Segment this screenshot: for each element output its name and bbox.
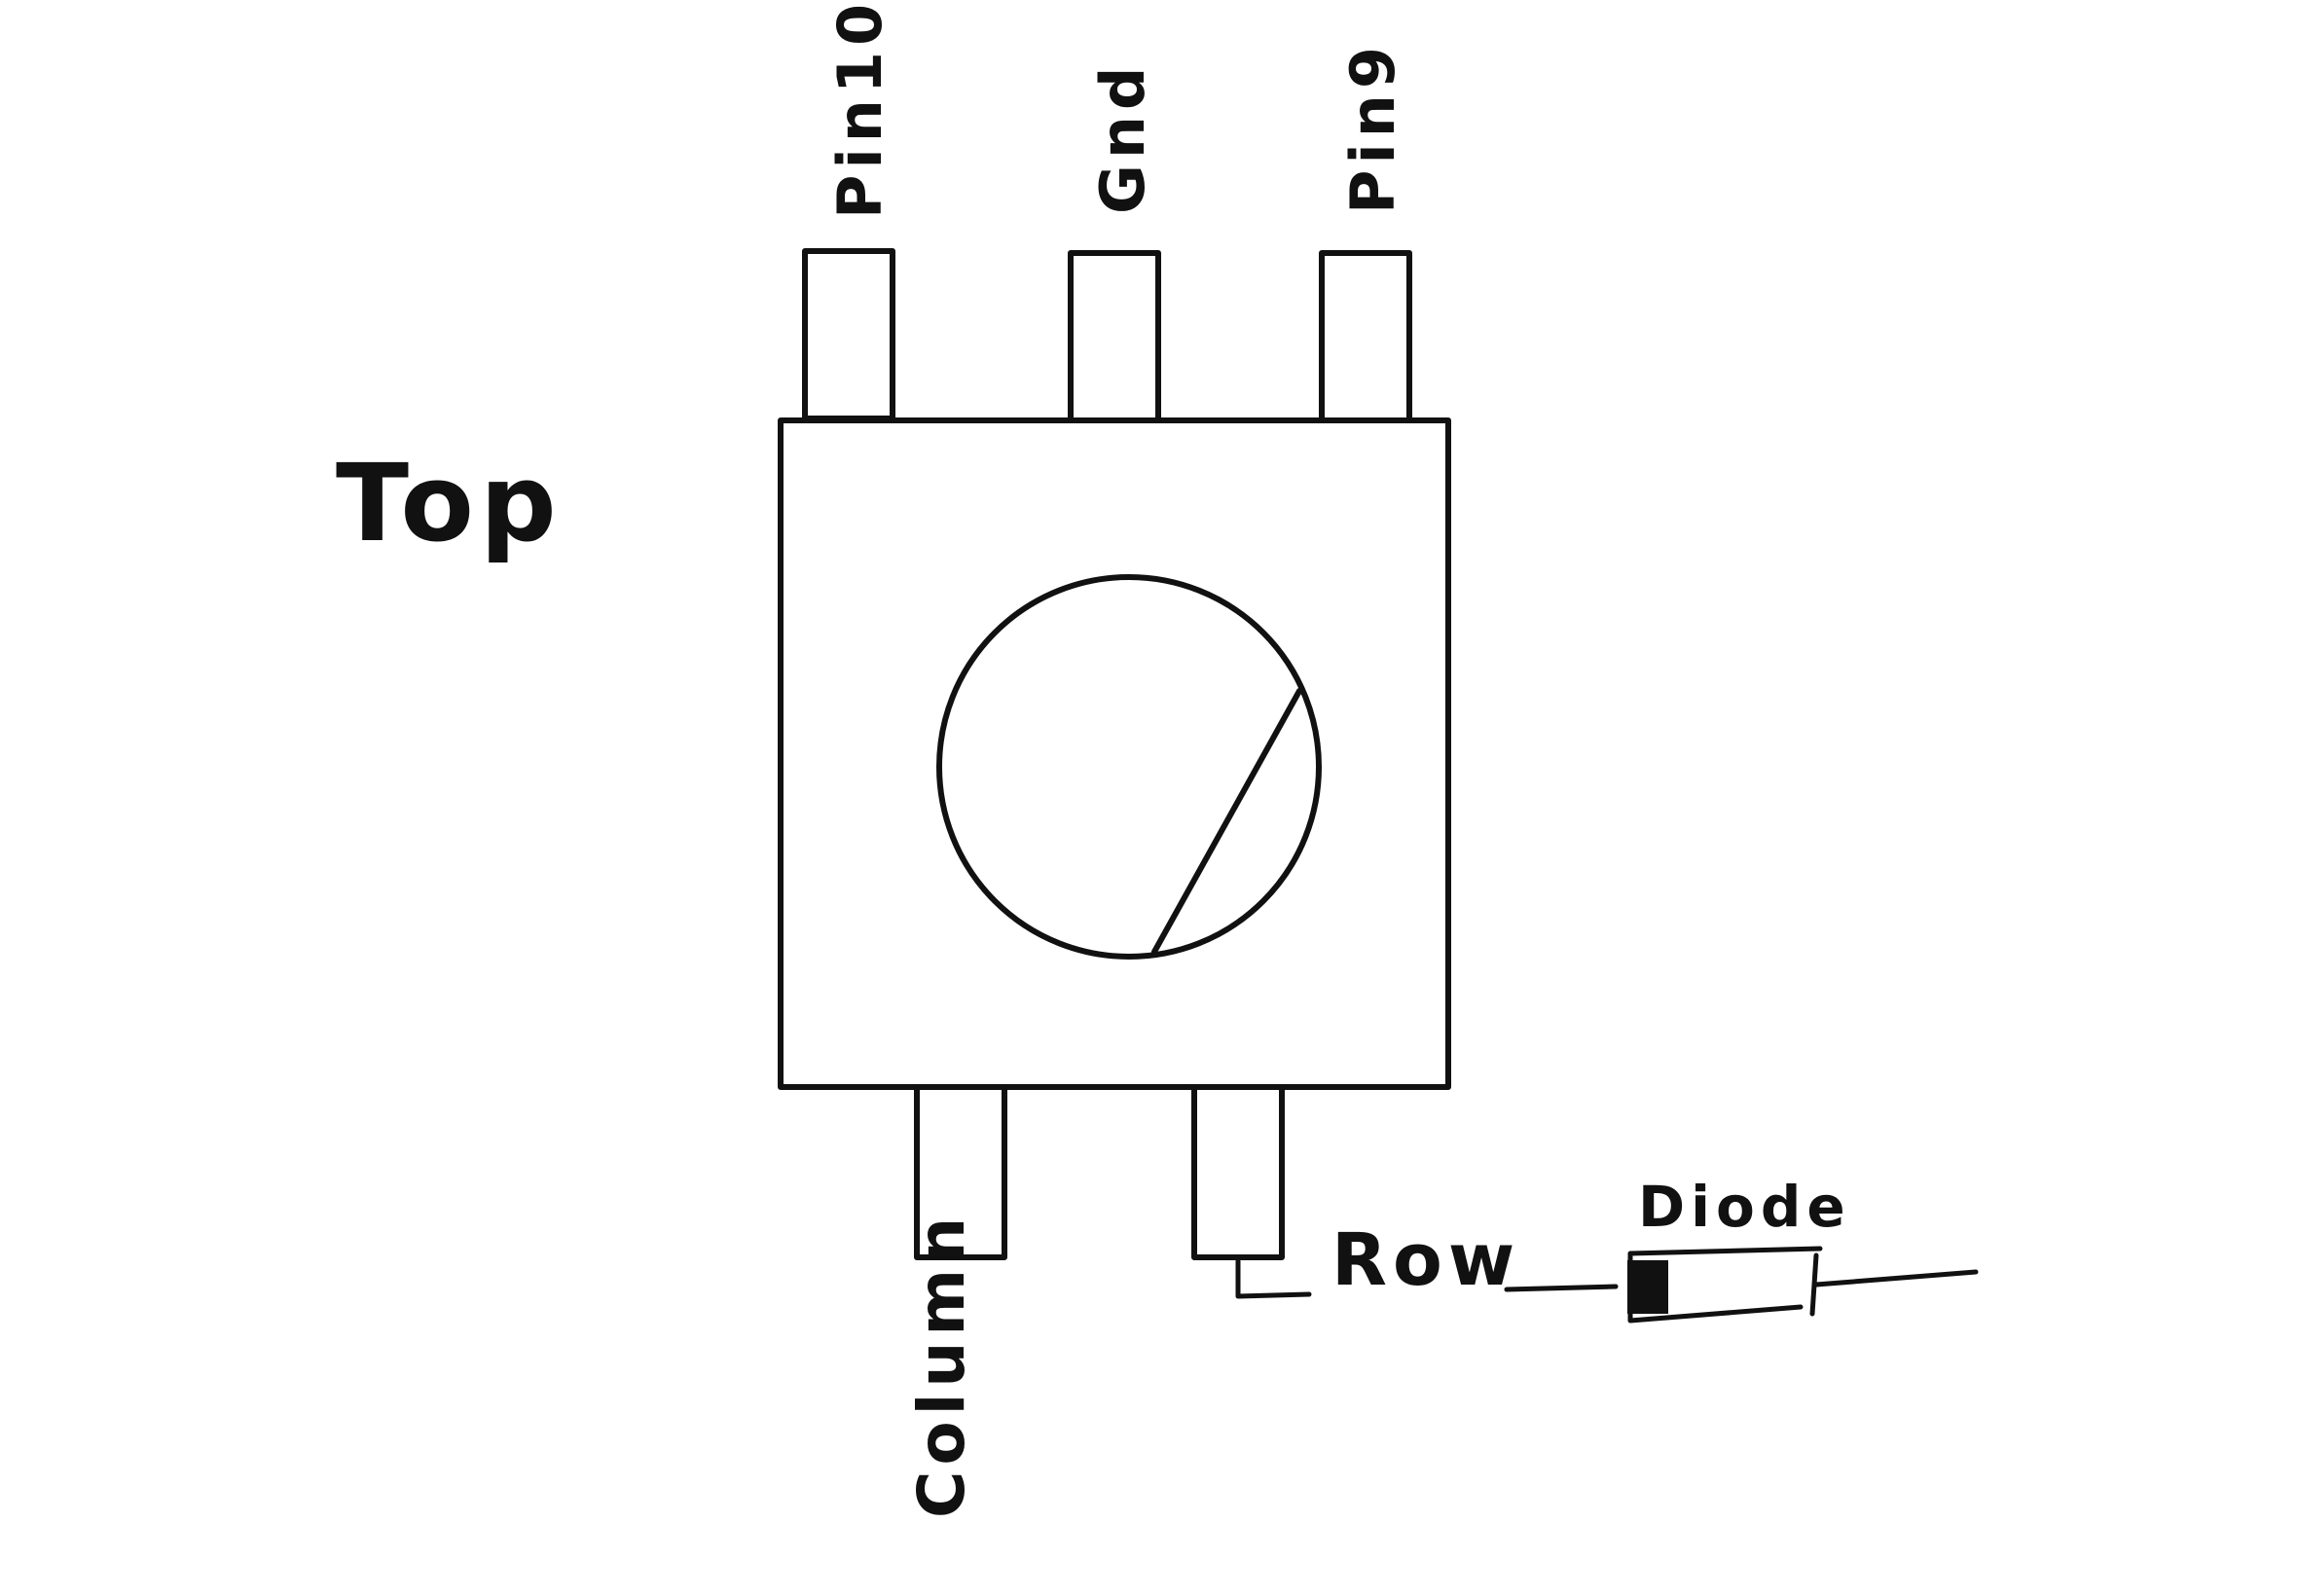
top-label: Top — [336, 441, 563, 565]
gnd-label: Gnd — [1087, 61, 1158, 214]
row-connector — [1235, 1258, 1312, 1299]
actuator-diagonal-line — [1151, 688, 1302, 955]
pin10-label: Pin10 — [824, 0, 895, 219]
row-leg — [1191, 1084, 1285, 1260]
pin10-leg — [802, 248, 895, 421]
diode-cathode-band — [1627, 1260, 1668, 1314]
column-label: Column — [904, 1212, 979, 1518]
actuator-circle — [936, 574, 1322, 960]
gnd-leg — [1068, 250, 1161, 423]
switch-body — [778, 417, 1451, 1090]
diode-output-wire — [1813, 1269, 1979, 1288]
pin9-label: Pin9 — [1337, 41, 1408, 214]
row-wire — [1504, 1284, 1619, 1292]
pin9-leg — [1319, 250, 1412, 423]
row-label: Row — [1331, 1218, 1520, 1302]
diode-label: Diode — [1638, 1174, 1851, 1240]
column-leg — [914, 1084, 1007, 1260]
